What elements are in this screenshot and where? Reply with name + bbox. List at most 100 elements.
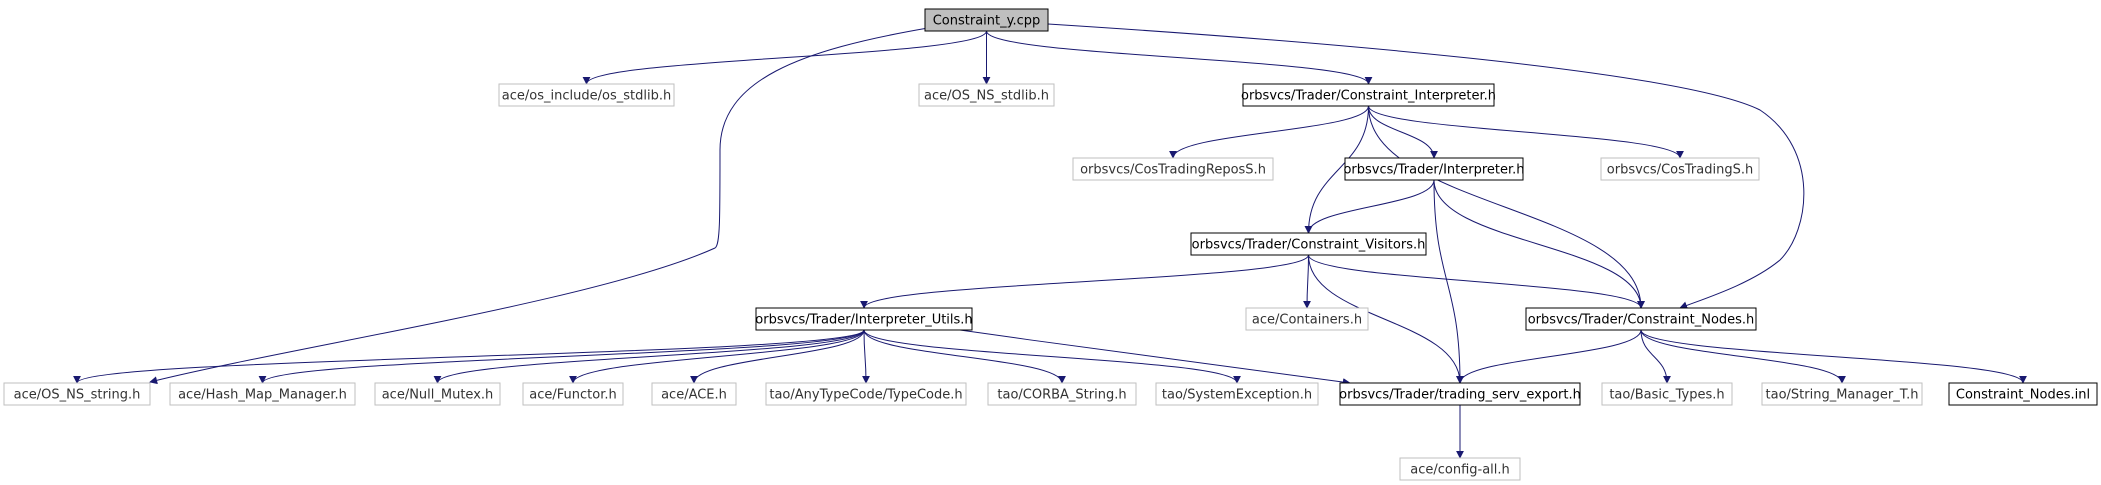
- edge-constraint-interpreter-to-costradingrepos: [1169, 105, 1369, 159]
- edges-layer: [73, 23, 2027, 459]
- node-constraint-nodes[interactable]: orbsvcs/Trader/Constraint_Nodes.h: [1525, 307, 1757, 331]
- node-os-ns-string[interactable]: ace/OS_NS_string.h: [3, 382, 151, 406]
- node-label: ace/Hash_Map_Manager.h: [178, 388, 347, 403]
- edge-interpreter-utils-to-ace-h: [690, 329, 865, 384]
- node-label: orbsvcs/Trader/Constraint_Nodes.h: [1528, 313, 1755, 328]
- node-box: [987, 382, 1137, 406]
- node-label: tao/String_Manager_T.h: [1766, 388, 1919, 403]
- node-box: [1525, 307, 1757, 331]
- nodes-layer: Constraint_y.cpp ace/os_include/os_stdlib…: [3, 8, 2098, 481]
- edge-interpreter-utils-to-functor: [569, 329, 865, 384]
- edge-constraint-visitors-to-constraint-nodes: [1308, 254, 1645, 309]
- node-box: [755, 307, 973, 331]
- node-box: [918, 83, 1055, 107]
- node-box: [522, 382, 624, 406]
- node-label: ace/Containers.h: [1252, 313, 1362, 328]
- node-costradingrepos[interactable]: orbsvcs/CosTradingReposS.h: [1072, 157, 1274, 181]
- node-box: [1072, 157, 1274, 181]
- node-label: tao/CORBA_String.h: [997, 388, 1126, 403]
- node-box: [1399, 457, 1521, 481]
- node-label: ace/Null_Mutex.h: [382, 388, 494, 403]
- node-label: orbsvcs/CosTradingS.h: [1607, 163, 1753, 178]
- node-box: [765, 382, 967, 406]
- node-box: [3, 382, 151, 406]
- node-box: [1245, 307, 1369, 331]
- edge-constraint-interpreter-to-costradings: [1368, 105, 1684, 159]
- node-label: tao/SystemException.h: [1162, 388, 1312, 403]
- edge-interpreter-utils-to-typecode: [861, 329, 870, 384]
- node-box: [1339, 382, 1581, 406]
- edge-constraint-interpreter-to-interpreter: [1368, 105, 1438, 159]
- node-os-ns-stdlib[interactable]: ace/OS_NS_stdlib.h: [918, 83, 1055, 107]
- edge-constraint-visitors-to-interpreter-utils: [860, 254, 1309, 309]
- node-box: [924, 8, 1049, 32]
- edge-interpreter-utils-to-trading-serv-export: [959, 329, 1351, 387]
- node-hash-map-manager[interactable]: ace/Hash_Map_Manager.h: [169, 382, 356, 406]
- edge-interpreter-utils-to-system-exception: [863, 329, 1241, 384]
- node-box: [651, 382, 737, 406]
- edge-constraint-nodes-to-trading-serv-export: [1456, 329, 1642, 384]
- edge-interpreter-utils-to-corba-string: [863, 329, 1066, 384]
- edge-constraint-interpreter-to-constraint-visitors: [1304, 105, 1369, 234]
- node-label: Constraint_y.cpp: [933, 14, 1041, 29]
- node-label: ace/os_include/os_stdlib.h: [502, 89, 671, 104]
- node-os-stdlib-inc[interactable]: ace/os_include/os_stdlib.h: [498, 83, 675, 107]
- node-ace-h[interactable]: ace/ACE.h: [651, 382, 737, 406]
- node-box: [1761, 382, 1923, 406]
- node-label: ace/OS_NS_string.h: [14, 388, 141, 403]
- node-trading-serv-export[interactable]: orbsvcs/Trader/trading_serv_export.h: [1339, 382, 1581, 406]
- node-constraint-nodes-inl[interactable]: Constraint_Nodes.inl: [1948, 382, 2098, 406]
- node-box: [1344, 157, 1524, 181]
- node-constraint-y-cpp: Constraint_y.cpp: [924, 8, 1049, 32]
- edge-constraint-nodes-to-basic-types: [1640, 329, 1671, 384]
- node-label: Constraint_Nodes.inl: [1956, 388, 2090, 403]
- node-label: ace/OS_NS_stdlib.h: [924, 89, 1049, 104]
- edge-constraint-nodes-to-constraint-nodes-inl: [1640, 329, 2027, 384]
- node-box: [1242, 83, 1495, 107]
- node-typecode[interactable]: tao/AnyTypeCode/TypeCode.h: [765, 382, 967, 406]
- node-basic-types[interactable]: tao/Basic_Types.h: [1601, 382, 1733, 406]
- node-label: ace/Functor.h: [529, 388, 616, 403]
- node-constraint-visitors[interactable]: orbsvcs/Trader/Constraint_Visitors.h: [1190, 232, 1427, 256]
- node-config-all[interactable]: ace/config-all.h: [1399, 457, 1521, 481]
- node-string-manager[interactable]: tao/String_Manager_T.h: [1761, 382, 1923, 406]
- edge-constraint-y-cpp-to-constraint-nodes: [1047, 23, 1805, 310]
- edge-constraint-interpreter-to-constraint-nodes: [1368, 105, 1645, 309]
- node-label: ace/ACE.h: [661, 388, 727, 403]
- node-label: orbsvcs/Trader/Interpreter_Utils.h: [755, 313, 972, 328]
- node-box: [169, 382, 356, 406]
- node-box: [1190, 232, 1427, 256]
- node-label: orbsvcs/Trader/Interpreter.h: [1343, 163, 1524, 178]
- node-box: [1948, 382, 2098, 406]
- node-box: [1600, 157, 1760, 181]
- node-box: [1601, 382, 1733, 406]
- node-box: [374, 382, 501, 406]
- edge-constraint-visitors-to-trading-serv-export: [1308, 254, 1464, 384]
- node-system-exception[interactable]: tao/SystemException.h: [1155, 382, 1319, 406]
- edge-constraint-nodes-to-string-manager: [1640, 329, 1846, 384]
- node-label: ace/config-all.h: [1410, 463, 1510, 478]
- edge-interpreter-utils-to-os-ns-string: [73, 329, 865, 384]
- node-box: [1155, 382, 1319, 406]
- node-corba-string[interactable]: tao/CORBA_String.h: [987, 382, 1137, 406]
- node-costradings[interactable]: orbsvcs/CosTradingS.h: [1600, 157, 1760, 181]
- edge-interpreter-to-constraint-visitors: [1304, 179, 1435, 234]
- node-interpreter-utils[interactable]: orbsvcs/Trader/Interpreter_Utils.h: [755, 307, 973, 331]
- edge-interpreter-to-trading-serv-export: [1433, 179, 1464, 384]
- edge-constraint-y-cpp-to-os-ns-string: [149, 27, 929, 385]
- node-label: orbsvcs/Trader/trading_serv_export.h: [1339, 388, 1581, 403]
- edge-interpreter-to-constraint-nodes: [1433, 179, 1645, 309]
- node-interpreter[interactable]: orbsvcs/Trader/Interpreter.h: [1343, 157, 1525, 181]
- node-label: orbsvcs/Trader/Constraint_Interpreter.h: [1241, 89, 1496, 104]
- node-containers[interactable]: ace/Containers.h: [1245, 307, 1369, 331]
- node-null-mutex[interactable]: ace/Null_Mutex.h: [374, 382, 501, 406]
- edge-constraint-y-cpp-to-os-stdlib-inc: [582, 30, 987, 85]
- node-label: tao/AnyTypeCode/TypeCode.h: [769, 388, 962, 403]
- node-constraint-interpreter[interactable]: orbsvcs/Trader/Constraint_Interpreter.h: [1241, 83, 1496, 107]
- edge-constraint-visitors-to-containers: [1303, 254, 1312, 309]
- node-functor[interactable]: ace/Functor.h: [522, 382, 624, 406]
- edge-interpreter-utils-to-hash-map-manager: [258, 329, 865, 384]
- node-box: [498, 83, 675, 107]
- node-label: tao/Basic_Types.h: [1609, 388, 1724, 403]
